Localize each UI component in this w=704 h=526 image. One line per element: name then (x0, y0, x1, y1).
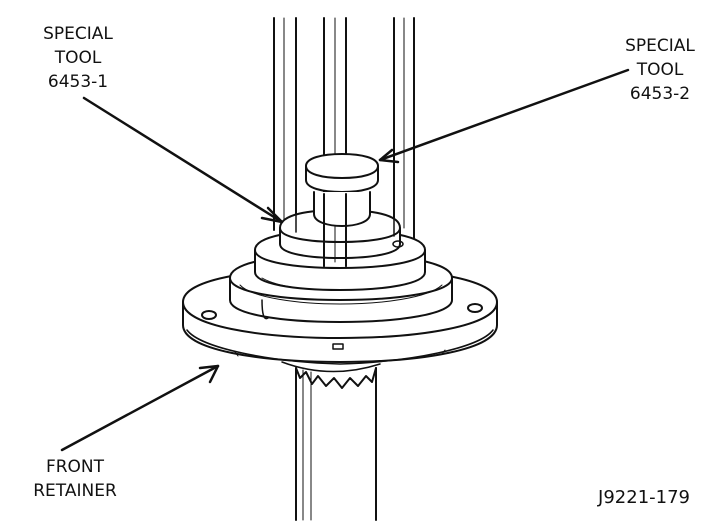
callout-special-tool-6453-2: SPECIAL TOOL 6453-2 (612, 34, 704, 106)
leader-arrowhead-front-retainer (198, 364, 220, 384)
callout-line: SPECIAL (625, 36, 695, 56)
leader-special-tool-6453-2 (378, 68, 630, 162)
callout-front-retainer: FRONT RETAINER (20, 455, 130, 503)
special-tool-6453-1 (273, 17, 415, 259)
leader-lines (60, 68, 630, 452)
splined-end (281, 361, 381, 389)
leader-arrowhead-6453-1 (260, 206, 284, 224)
special-tool-6453-2 (295, 17, 404, 267)
callout-line: TOOL (636, 60, 684, 80)
callout-line: 6453-1 (47, 72, 109, 92)
leader-arrowhead-6453-2 (378, 148, 400, 164)
callout-line: 6453-2 (629, 84, 691, 104)
callout-special-tool-6453-1: SPECIAL TOOL 6453-1 (30, 22, 126, 94)
callout-line: RETAINER (33, 481, 117, 501)
leader-front-retainer (60, 364, 220, 452)
callout-line: FRONT (45, 457, 105, 477)
figure-id: J9221-179 (598, 487, 690, 508)
lower-shaft (295, 367, 377, 521)
callout-line: TOOL (54, 48, 102, 68)
callout-line: SPECIAL (43, 24, 113, 44)
leader-special-tool-6453-1 (82, 96, 284, 224)
